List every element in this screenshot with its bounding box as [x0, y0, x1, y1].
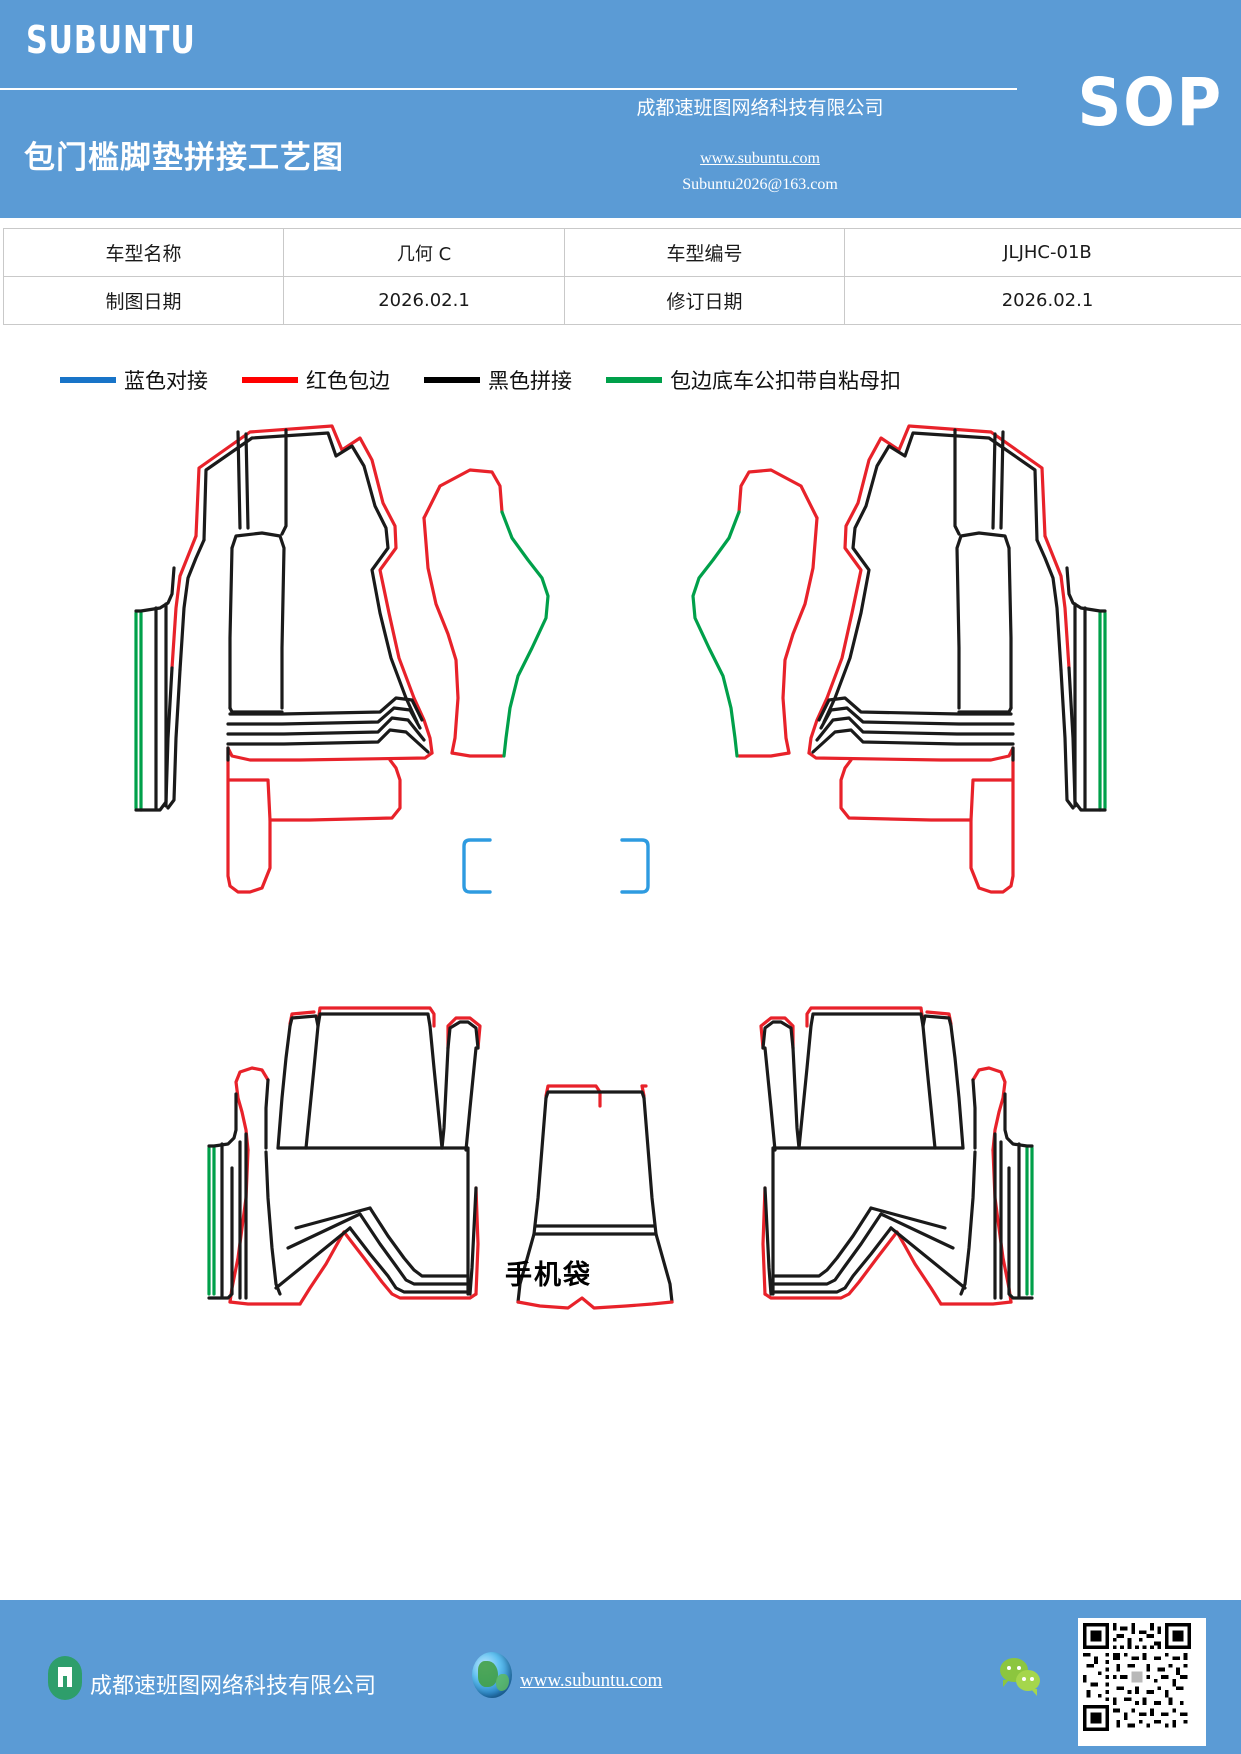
rear-left-mat — [207, 1006, 482, 1306]
front-right-mat-red-edge — [807, 424, 1071, 894]
page-title: 包门槛脚垫拼接工艺图 — [24, 140, 344, 176]
footer-company-name: 成都速班图网络科技有限公司 — [90, 1674, 377, 1699]
building-icon — [48, 1656, 82, 1700]
wechat-icon — [1000, 1658, 1046, 1700]
legend-swatch-red-icon — [242, 377, 298, 383]
page-header: SUBUNTU 包门槛脚垫拼接工艺图 成都速班图网络科技有限公司 www.sub… — [0, 0, 1241, 218]
legend-label-black: 黑色拼接 — [488, 369, 572, 393]
legend-item-black: 黑色拼接 — [424, 365, 572, 395]
cell-draw-date-value: 2026.02.1 — [283, 276, 565, 325]
header-company-name: 成都速班图网络科技有限公司 — [636, 97, 884, 119]
legend-label-blue: 蓝色对接 — [124, 369, 208, 393]
cell-revision-date-value: 2026.02.1 — [844, 276, 1241, 325]
cell-model-code-label: 车型编号 — [564, 228, 845, 277]
front-center-right-piece — [691, 468, 819, 758]
wechat-eye-small-left — [1022, 1677, 1026, 1681]
phone-pocket-label: 手机袋 — [505, 1260, 592, 1291]
legend-swatch-black-icon — [424, 377, 480, 383]
floor-mat-diagram — [134, 424, 1107, 1310]
front-right-black-seams — [811, 428, 1107, 812]
footer-website-link[interactable]: www.subuntu.com — [520, 1670, 663, 1691]
legend-item-red: 红色包边 — [242, 365, 390, 395]
brand-logo: SUBUNTU — [26, 18, 196, 62]
cell-draw-date-label: 制图日期 — [3, 276, 284, 325]
legend-swatch-blue-icon — [60, 377, 116, 383]
table-row: 制图日期 2026.02.1 修订日期 2026.02.1 — [3, 276, 1241, 325]
legend-item-blue: 蓝色对接 — [60, 365, 208, 395]
technical-drawing-area: 手机袋 — [0, 408, 1241, 1593]
wechat-bubble-small — [1016, 1670, 1040, 1696]
rear-center-strip — [516, 1084, 674, 1310]
header-divider — [0, 88, 1017, 90]
wechat-eye-left — [1007, 1666, 1011, 1670]
front-right-sill-green — [1098, 611, 1107, 810]
front-left-sill-green — [134, 611, 143, 810]
qr-code[interactable] — [1078, 1618, 1206, 1746]
legend-label-green: 包边底车公扣带自粘母扣 — [670, 369, 901, 393]
rear-right-mat — [759, 1006, 1034, 1306]
front-left-mat-red-edge — [170, 424, 434, 894]
legend-item-green: 包边底车公扣带自粘母扣 — [606, 365, 901, 395]
legend-swatch-green-icon — [606, 377, 662, 383]
globe-icon — [472, 1652, 512, 1698]
cell-model-code-value: JLJHC-01B — [844, 228, 1241, 277]
wechat-eye-small-right — [1030, 1677, 1034, 1681]
wechat-eye-right — [1017, 1666, 1021, 1670]
header-website-link[interactable]: www.subuntu.com — [700, 150, 820, 167]
sop-badge: SOP — [1077, 64, 1223, 141]
legend-label-red: 红色包边 — [306, 369, 390, 393]
page-footer: 成都速班图网络科技有限公司 www.subuntu.com — [0, 1600, 1241, 1754]
cell-model-name-label: 车型名称 — [3, 228, 284, 277]
vehicle-info-table: 车型名称 几何 C 车型编号 JLJHC-01B 制图日期 2026.02.1 … — [3, 228, 1241, 325]
cell-model-name-value: 几何 C — [283, 228, 565, 277]
cell-revision-date-label: 修订日期 — [564, 276, 845, 325]
table-row: 车型名称 几何 C 车型编号 JLJHC-01B — [3, 228, 1241, 277]
legend: 蓝色对接 红色包边 黑色拼接 包边底车公扣带自粘母扣 — [60, 360, 1060, 400]
header-email[interactable]: Subuntu2026@163.com — [682, 176, 838, 193]
qr-code-image — [1083, 1623, 1191, 1731]
front-left-black-seams — [134, 428, 430, 812]
phone-pocket-outline — [462, 838, 650, 894]
front-center-left-piece — [422, 468, 550, 758]
